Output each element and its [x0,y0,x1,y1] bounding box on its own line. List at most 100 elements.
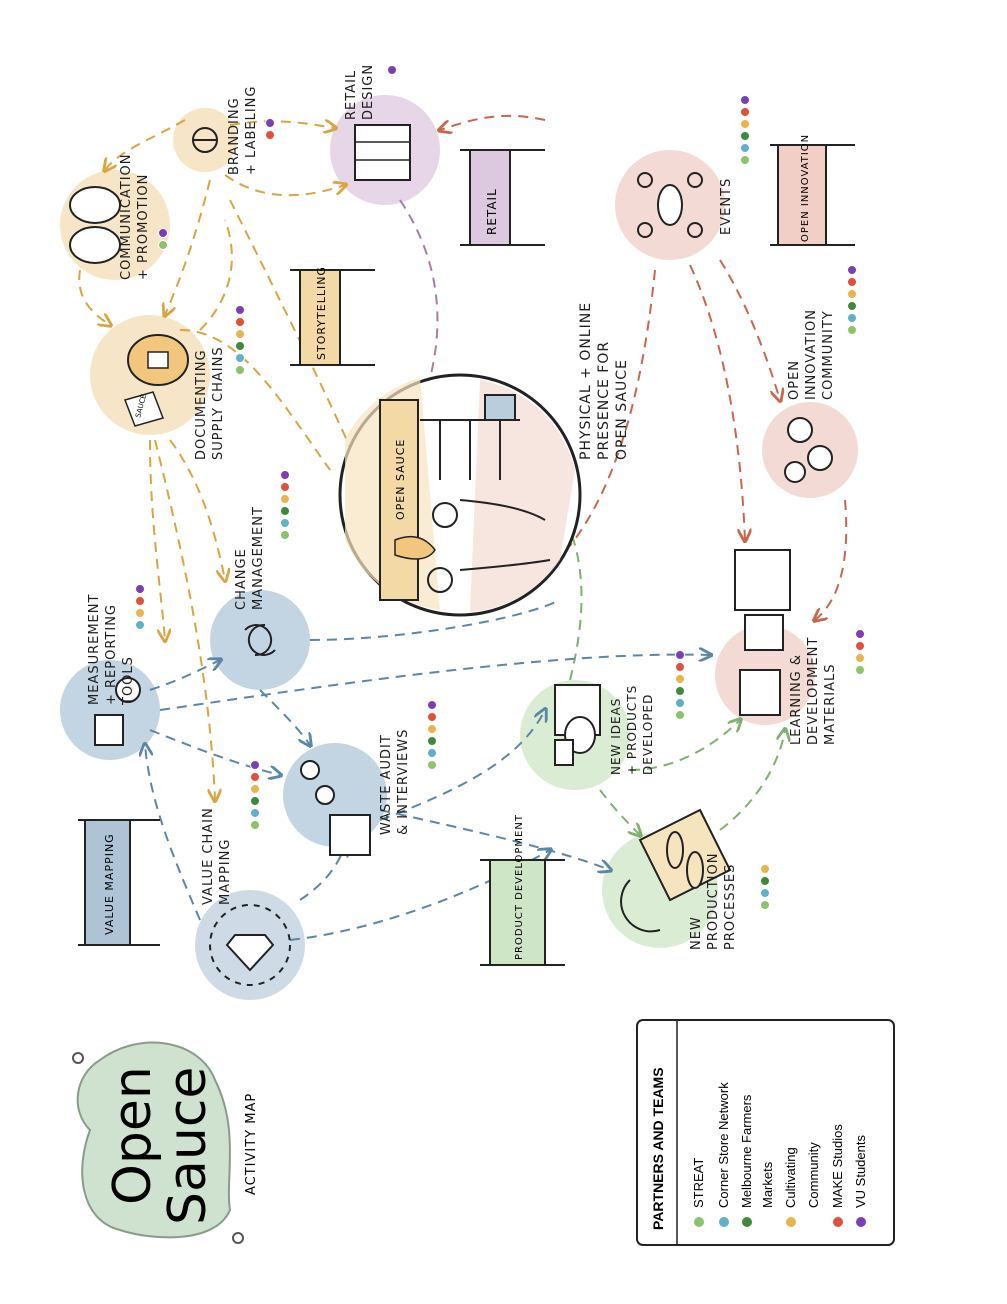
partner-dot [676,711,685,720]
partner-dot [136,609,145,618]
shop-shelf-icon [355,125,410,180]
partner-dot [251,809,260,818]
partner-dot [848,314,857,323]
communication-blob [60,170,170,280]
partner-dot [676,675,685,684]
partner-dot [856,630,865,639]
partner-dot [761,865,770,874]
partner-dot [281,483,290,492]
banner-product-development: PRODUCT DEVELOPMENT [480,814,565,965]
partner-dot [676,651,685,660]
partner-dot [741,108,750,117]
partner-dot [856,666,865,675]
partner-dot [236,306,245,315]
title-sauce: Sauce [158,1067,218,1225]
measurement-label: MEASUREMENT + REPORTING TOOLS [87,588,136,706]
partner-dot [236,318,245,327]
banner-open-innovation: OPEN INNOVATION [770,134,855,245]
legend-dot [694,1217,704,1227]
partner-dot [741,132,750,141]
partner-dot [761,877,770,886]
partner-dot [741,96,750,105]
partner-dot [281,471,290,480]
legend-dot [786,1217,796,1227]
branding-label: BRANDING + LABELING [227,86,259,175]
legend-dot [856,1217,866,1227]
legend-item-label: Markets [760,1161,775,1208]
partner-dot [281,495,290,504]
banner-value-mapping-text: VALUE MAPPING [103,833,116,935]
partner-dot [856,642,865,651]
partner-dot [428,737,437,746]
partner-dot [428,761,437,770]
partner-dot [251,797,260,806]
partner-dot [281,519,290,528]
banner-open-innovation-text: OPEN INNOVATION [800,134,811,242]
physical-online-label: PHYSICAL + ONLINE PRESENCE FOR OPEN SAUC… [578,296,630,460]
partner-dot [281,531,290,540]
partner-dot [848,302,857,311]
banner-retail-text: RETAIL [485,188,499,235]
events-label: EVENTS [719,178,734,235]
partner-dot [136,597,145,606]
partner-dot [388,66,397,75]
partner-dot [159,241,168,250]
banner-storytelling: STORYTELLING [290,266,375,365]
partner-dot [676,663,685,672]
legend-dot [833,1217,843,1227]
partner-dot [428,713,437,722]
legend-item-label: Cultivating [783,1147,798,1208]
value-chain-label: VALUE CHAIN MAPPING [201,802,233,905]
legend-item-label: Corner Store Network [716,1082,731,1208]
partner-dot [159,229,168,238]
partner-dot [236,342,245,351]
partner-dot [741,120,750,129]
partner-dot [761,889,770,898]
partner-dot [266,131,275,140]
legend-dot [719,1217,729,1227]
title-blob: Open Sauce ACTIVITY MAP [73,1043,259,1243]
legend-title: PARTNERS AND TEAMS [650,1067,666,1230]
waste-audit-label: WASTE AUDIT & INTERVIEWS [379,729,411,835]
partner-dot [136,621,145,630]
documenting-label: DOCUMENTING SUPPLY CHAINS [194,344,226,460]
partner-dot [236,366,245,375]
legend-item-label: MAKE Studios [830,1124,845,1208]
partner-dot [428,749,437,758]
legend-dot [742,1217,752,1227]
partner-dot [848,326,857,335]
partner-dot [281,507,290,516]
partner-dot [251,773,260,782]
banner-retail: RETAIL [460,150,545,245]
banner-product-development-text: PRODUCT DEVELOPMENT [514,814,525,960]
partner-dot [428,725,437,734]
legend-item-label: STREAT [691,1158,706,1208]
partner-dot [266,119,275,128]
partner-dot [428,701,437,710]
partner-dot [848,266,857,275]
title-open: Open [103,1066,163,1205]
new-ideas-label: NEW IDEAS + PRODUCTS DEVELOPED [609,680,655,775]
legend-box: PARTNERS AND TEAMS STREAT Corner Store Ne… [637,1020,894,1245]
partner-dot [676,699,685,708]
partner-dot [236,354,245,363]
banner-storytelling-text: STORYTELLING [315,266,328,360]
partner-dot [741,144,750,153]
partner-dot [236,330,245,339]
title-subtitle: ACTIVITY MAP [244,1093,259,1195]
partner-dot [251,761,260,770]
legend-item-label: Community [806,1142,821,1208]
partner-dot [761,901,770,910]
banner-value-mapping: VALUE MAPPING [78,820,160,945]
open-innovation-community-label: OPEN INNOVATION COMMUNITY [787,304,836,400]
partner-dot [856,654,865,663]
partner-dot [676,687,685,696]
partner-dot [251,821,260,830]
partner-dot [848,290,857,299]
partner-dot [848,278,857,287]
central-shop-illustration: OPEN SAUCE [340,375,580,615]
legend-item-label: VU Students [853,1135,868,1208]
legend-item-label: Melbourne Farmers [739,1094,754,1208]
partner-dot [251,785,260,794]
